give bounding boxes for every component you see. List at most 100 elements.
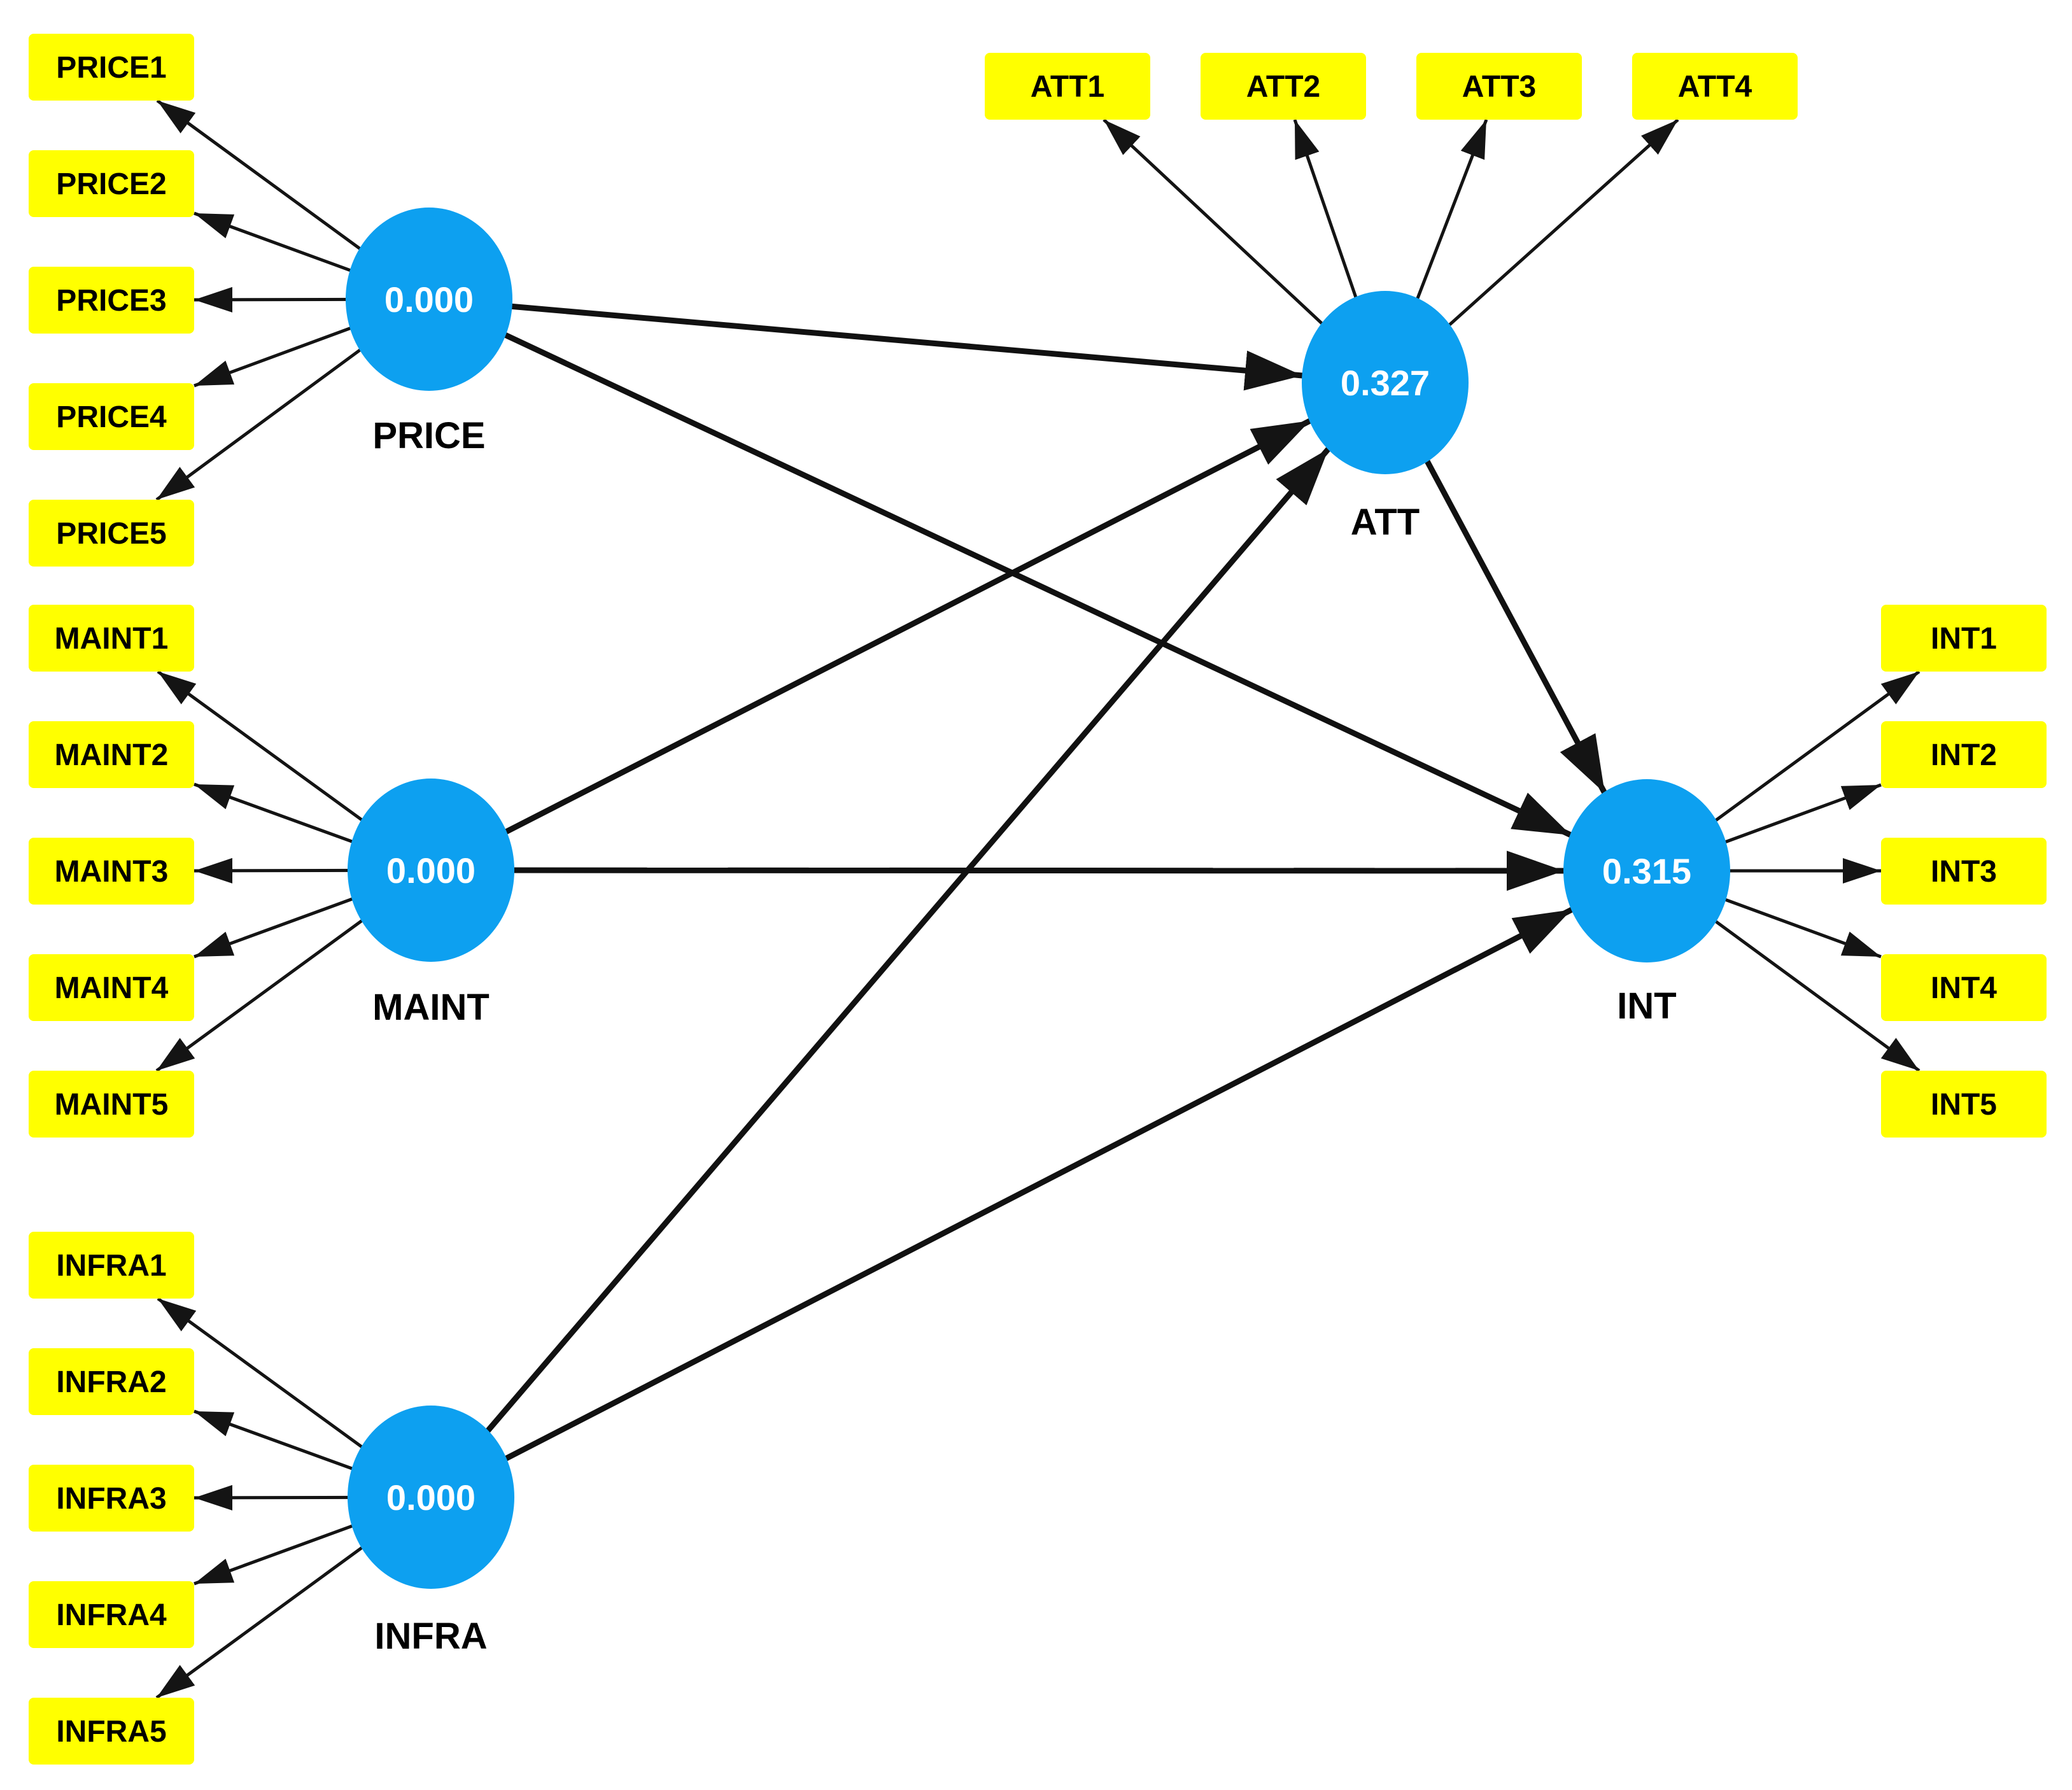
latent-ellipse-att <box>1302 291 1469 474</box>
latent-ellipse-int <box>1563 779 1730 962</box>
indicator-label-price3: PRICE3 <box>56 284 166 318</box>
latent-nodes: 0.000 PRICE 0.000 MAINT 0.000 INFRA 0.32… <box>346 208 1730 1657</box>
latent-node-infra: 0.000 INFRA <box>348 1406 514 1657</box>
path-arrow-infra-att <box>428 447 1331 1499</box>
latent-value-maint: 0.000 <box>386 850 476 891</box>
indicator-rect-infra2 <box>29 1348 194 1415</box>
indicator-label-int2: INT2 <box>1931 738 1997 772</box>
indicator-rect-int3 <box>1881 838 2047 905</box>
indicator-rect-maint5 <box>29 1071 194 1138</box>
latent-node-int: 0.315 INT <box>1563 779 1730 1027</box>
path-arrow-maint-int <box>430 850 1565 891</box>
indicator-rect-int2 <box>1881 721 2047 788</box>
indicator-rect-int1 <box>1881 605 2047 672</box>
latent-label-maint: MAINT <box>372 987 490 1028</box>
indicator-rect-price4 <box>29 383 194 450</box>
latent-node-att: 0.327 ATT <box>1302 291 1469 543</box>
indicator-box-att1: ATT1 <box>985 53 1150 120</box>
indicator-box-price3: PRICE3 <box>29 267 194 334</box>
indicator-rect-int4 <box>1881 954 2047 1021</box>
path-arrow-price-int <box>428 296 1572 838</box>
indicator-label-maint4: MAINT4 <box>55 971 169 1005</box>
indicator-box-price4: PRICE4 <box>29 383 194 450</box>
path-arrow-maint-att <box>429 418 1312 873</box>
indicator-box-int2: INT2 <box>1881 721 2047 788</box>
indicator-box-maint2: MAINT2 <box>29 721 194 788</box>
path-arrow-infra-int <box>429 906 1574 1500</box>
indicator-box-int5: INT5 <box>1881 1071 2047 1138</box>
path-arrow-price-att <box>428 296 1303 391</box>
latent-value-infra: 0.000 <box>386 1477 476 1518</box>
indicator-rect-int5 <box>1881 1071 2047 1138</box>
structural-path-arrows <box>428 296 1607 1500</box>
indicator-box-price5: PRICE5 <box>29 500 194 567</box>
latent-label-price: PRICE <box>372 415 485 456</box>
indicator-rect-infra4 <box>29 1581 194 1648</box>
indicator-label-infra4: INFRA4 <box>56 1598 167 1632</box>
indicator-box-infra5: INFRA5 <box>29 1698 194 1765</box>
latent-label-infra: INFRA <box>374 1616 487 1657</box>
latent-value-att: 0.327 <box>1341 363 1430 403</box>
indicator-rect-maint4 <box>29 954 194 1021</box>
indicator-box-infra4: INFRA4 <box>29 1581 194 1648</box>
latent-value-price: 0.000 <box>384 279 474 320</box>
indicator-label-price2: PRICE2 <box>56 167 166 201</box>
indicator-label-int1: INT1 <box>1931 622 1997 656</box>
indicator-box-maint3: MAINT3 <box>29 838 194 905</box>
indicator-label-price1: PRICE1 <box>56 51 166 85</box>
latent-ellipse-maint <box>348 779 514 962</box>
indicator-label-att3: ATT3 <box>1462 70 1536 104</box>
indicator-rect-att1 <box>985 53 1150 120</box>
indicator-rect-maint1 <box>29 605 194 672</box>
indicator-label-maint3: MAINT3 <box>55 855 169 889</box>
indicator-rect-maint3 <box>29 838 194 905</box>
indicator-label-price4: PRICE4 <box>56 400 167 434</box>
latent-label-int: INT <box>1617 985 1676 1027</box>
indicator-rect-infra1 <box>29 1232 194 1299</box>
latent-ellipse-infra <box>348 1406 514 1589</box>
indicator-rect-att3 <box>1416 53 1582 120</box>
latent-node-price: 0.000 PRICE <box>346 208 512 456</box>
indicator-box-price2: PRICE2 <box>29 150 194 217</box>
indicator-label-int5: INT5 <box>1931 1088 1997 1122</box>
indicator-rect-price3 <box>29 267 194 334</box>
indicator-rect-price5 <box>29 500 194 567</box>
latent-label-att: ATT <box>1351 502 1420 543</box>
indicator-label-infra2: INFRA2 <box>56 1365 166 1399</box>
indicator-label-att2: ATT2 <box>1246 70 1320 104</box>
indicator-box-maint4: MAINT4 <box>29 954 194 1021</box>
indicator-rect-infra3 <box>29 1465 194 1532</box>
indicator-label-maint5: MAINT5 <box>55 1088 169 1122</box>
latent-node-maint: 0.000 MAINT <box>348 779 514 1028</box>
indicator-label-att4: ATT4 <box>1678 70 1752 104</box>
indicator-label-price5: PRICE5 <box>56 517 166 551</box>
indicator-label-maint2: MAINT2 <box>55 738 169 772</box>
indicator-label-int4: INT4 <box>1931 971 1997 1005</box>
indicator-box-att4: ATT4 <box>1632 53 1798 120</box>
indicator-rect-infra5 <box>29 1698 194 1765</box>
indicator-rect-price1 <box>29 34 194 101</box>
indicator-box-att3: ATT3 <box>1416 53 1582 120</box>
indicator-label-infra1: INFRA1 <box>56 1249 166 1283</box>
indicator-box-int4: INT4 <box>1881 954 2047 1021</box>
indicator-box-maint1: MAINT1 <box>29 605 194 672</box>
indicator-nodes: PRICE1 PRICE2 PRICE3 PRICE4 PRICE5 MAINT… <box>29 34 2047 1765</box>
indicator-label-maint1: MAINT1 <box>55 622 169 656</box>
indicator-label-att1: ATT1 <box>1031 70 1104 104</box>
indicator-box-maint5: MAINT5 <box>29 1071 194 1138</box>
indicator-box-infra3: INFRA3 <box>29 1465 194 1532</box>
indicator-box-int3: INT3 <box>1881 838 2047 905</box>
indicator-box-att2: ATT2 <box>1201 53 1366 120</box>
indicator-box-infra1: INFRA1 <box>29 1232 194 1299</box>
indicator-rect-maint2 <box>29 721 194 788</box>
indicator-rect-price2 <box>29 150 194 217</box>
latent-value-int: 0.315 <box>1602 851 1691 891</box>
latent-ellipse-price <box>346 208 512 391</box>
indicator-box-price1: PRICE1 <box>29 34 194 101</box>
indicator-label-infra3: INFRA3 <box>56 1482 166 1516</box>
indicator-label-infra5: INFRA5 <box>56 1715 166 1749</box>
indicator-box-int1: INT1 <box>1881 605 2047 672</box>
indicator-box-infra2: INFRA2 <box>29 1348 194 1415</box>
